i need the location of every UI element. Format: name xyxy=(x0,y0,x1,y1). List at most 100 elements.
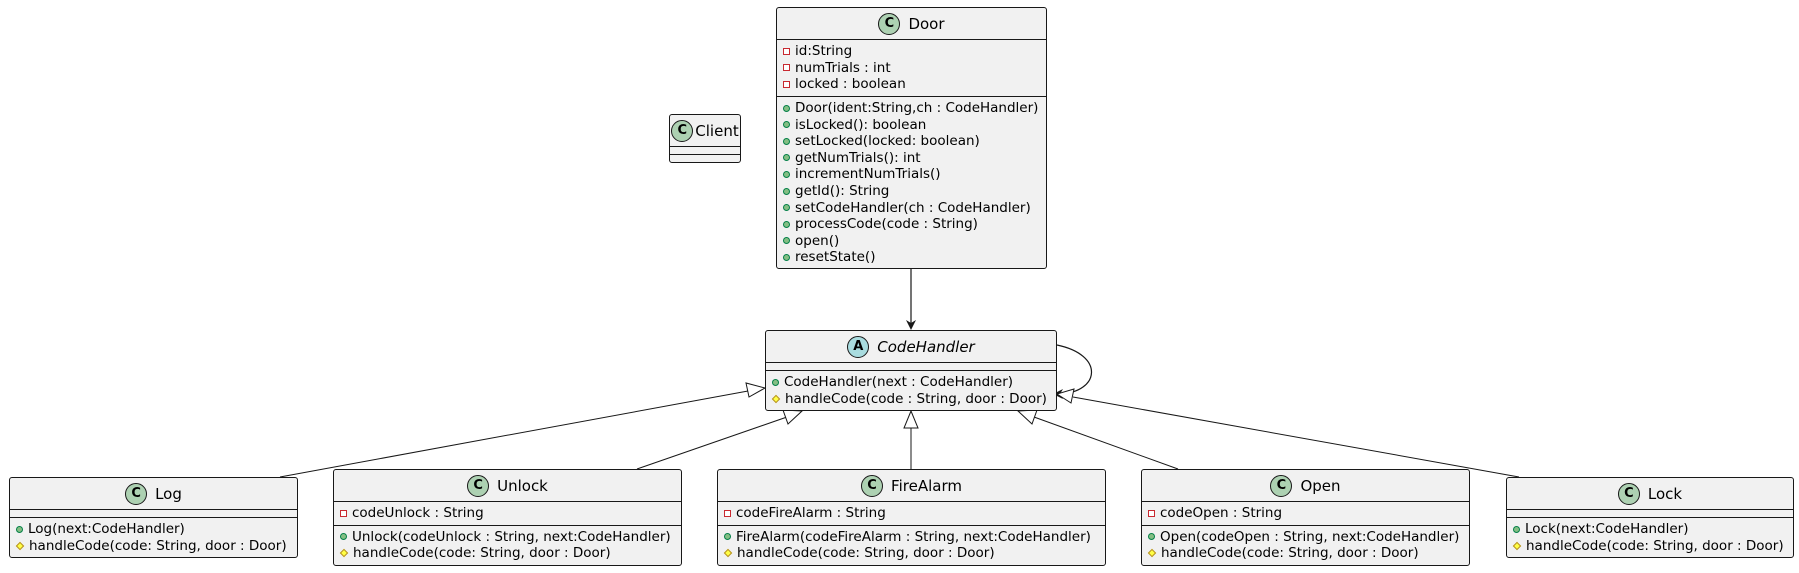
protected-visibility-icon xyxy=(15,541,25,551)
class-header: A CodeHandler xyxy=(766,331,1056,363)
member-text: CodeHandler(next : CodeHandler) xyxy=(784,374,1014,391)
member-row: processCode(code : String) xyxy=(783,216,1040,233)
class-open: C Open codeOpen : String Open(codeOpen :… xyxy=(1141,469,1470,566)
class-badge-icon: C xyxy=(125,482,148,505)
member-row: id:String xyxy=(783,43,1040,60)
triangle-firealarm-codehandler xyxy=(903,409,919,429)
member-text: locked : boolean xyxy=(795,76,906,93)
attributes-section: codeOpen : String xyxy=(1142,502,1469,526)
member-text: Lock(next:CodeHandler) xyxy=(1525,521,1689,538)
member-row: isLocked(): boolean xyxy=(783,116,1040,133)
public-visibility-icon xyxy=(340,533,347,541)
edge-unlock-codehandler xyxy=(636,416,788,470)
public-visibility-icon xyxy=(783,121,790,129)
member-text: Log(next:CodeHandler) xyxy=(28,521,185,538)
member-row: resetState() xyxy=(783,249,1040,266)
edge-codehandler-self xyxy=(1056,344,1093,395)
attributes-section xyxy=(766,363,1056,371)
member-row: setLocked(locked: boolean) xyxy=(783,133,1040,150)
class-header: C Open xyxy=(1142,470,1469,502)
public-visibility-icon xyxy=(783,104,790,112)
edge-open-codehandler xyxy=(1033,416,1179,470)
protected-visibility-icon xyxy=(1512,541,1522,551)
methods-section: Open(codeOpen : String, next:CodeHandler… xyxy=(1142,526,1469,565)
member-row: handleCode(code: String, door : Door) xyxy=(339,545,675,562)
member-row: handleCode(code: String, door : Door) xyxy=(1512,537,1787,555)
member-row: handleCode(code : String, door : Door) xyxy=(771,390,1050,408)
methods-section: Log(next:CodeHandler)handleCode(code: St… xyxy=(10,518,297,557)
member-text: isLocked(): boolean xyxy=(795,116,927,133)
member-text: codeFireAlarm : String xyxy=(736,505,886,522)
member-text: getNumTrials(): int xyxy=(795,149,921,166)
triangle-log-codehandler xyxy=(745,382,767,398)
public-visibility-icon xyxy=(783,204,790,212)
class-badge-icon: C xyxy=(878,12,901,35)
member-text: open() xyxy=(795,232,840,249)
edge-log-codehandler xyxy=(279,390,749,478)
public-visibility-icon xyxy=(783,170,790,178)
protected-visibility-icon xyxy=(771,394,781,404)
methods-section: Door(ident:String,ch : CodeHandler)isLoc… xyxy=(777,97,1046,269)
triangle-open-codehandler xyxy=(1016,409,1038,425)
class-name: Open xyxy=(1300,476,1341,495)
class-header: C Log xyxy=(10,478,297,510)
class-name: FireAlarm xyxy=(891,476,962,495)
attributes-section xyxy=(1507,510,1793,518)
class-badge-icon: C xyxy=(861,474,884,497)
attributes-section: codeFireAlarm : String xyxy=(718,502,1105,526)
methods-section: CodeHandler(next : CodeHandler)handleCod… xyxy=(766,371,1056,410)
class-name: Door xyxy=(908,14,945,33)
methods-section xyxy=(670,155,740,163)
member-row: Lock(next:CodeHandler) xyxy=(1513,521,1787,538)
triangle-lock-codehandler xyxy=(1055,388,1075,404)
member-row: FireAlarm(codeFireAlarm : String, next:C… xyxy=(724,529,1099,546)
member-row: open() xyxy=(783,233,1040,250)
class-name: Client xyxy=(695,121,739,140)
member-text: handleCode(code: String, door : Door) xyxy=(353,545,611,562)
class-header: C Unlock xyxy=(334,470,681,502)
triangle-unlock-codehandler xyxy=(782,409,804,425)
class-name: Lock xyxy=(1647,484,1683,503)
public-visibility-icon xyxy=(783,220,790,228)
methods-section: Unlock(codeUnlock : String, next:CodeHan… xyxy=(334,526,681,565)
member-row: setCodeHandler(ch : CodeHandler) xyxy=(783,199,1040,216)
class-lock: C Lock Lock(next:CodeHandler)handleCode(… xyxy=(1506,477,1794,558)
member-text: Door(ident:String,ch : CodeHandler) xyxy=(795,100,1039,117)
public-visibility-icon xyxy=(1513,525,1520,533)
member-row: codeFireAlarm : String xyxy=(724,505,1099,522)
member-text: FireAlarm(codeFireAlarm : String, next:C… xyxy=(736,528,1091,545)
protected-visibility-icon xyxy=(1147,549,1157,558)
member-text: handleCode(code: String, door : Door) xyxy=(1526,537,1784,554)
private-visibility-icon xyxy=(783,64,790,72)
public-visibility-icon xyxy=(772,378,779,386)
public-visibility-icon xyxy=(783,187,790,195)
class-header: C Lock xyxy=(1507,478,1793,510)
member-row: getId(): String xyxy=(783,183,1040,200)
member-text: resetState() xyxy=(795,249,876,266)
public-visibility-icon xyxy=(783,137,790,145)
class-header: C FireAlarm xyxy=(718,470,1105,502)
public-visibility-icon xyxy=(783,237,790,245)
member-text: handleCode(code: String, door : Door) xyxy=(29,537,287,554)
protected-visibility-icon xyxy=(339,549,349,558)
public-visibility-icon xyxy=(724,533,731,541)
private-visibility-icon xyxy=(724,509,731,517)
member-text: codeOpen : String xyxy=(1160,505,1283,522)
member-row: handleCode(code: String, door : Door) xyxy=(15,537,291,555)
class-name: CodeHandler xyxy=(877,337,975,356)
class-header: C Client xyxy=(670,115,740,147)
member-text: processCode(code : String) xyxy=(795,216,978,233)
public-visibility-icon xyxy=(16,525,23,533)
protected-visibility-icon xyxy=(723,549,733,558)
class-badge-icon: C xyxy=(671,119,694,142)
public-visibility-icon xyxy=(783,253,790,261)
member-row: locked : boolean xyxy=(783,76,1040,93)
class-firealarm: C FireAlarm codeFireAlarm : String FireA… xyxy=(717,469,1106,566)
member-text: handleCode(code : String, door : Door) xyxy=(785,390,1047,407)
class-header: C Door xyxy=(777,8,1046,40)
class-codehandler: A CodeHandler CodeHandler(next : CodeHan… xyxy=(765,330,1057,411)
member-row: getNumTrials(): int xyxy=(783,150,1040,167)
member-text: incrementNumTrials() xyxy=(795,166,941,183)
